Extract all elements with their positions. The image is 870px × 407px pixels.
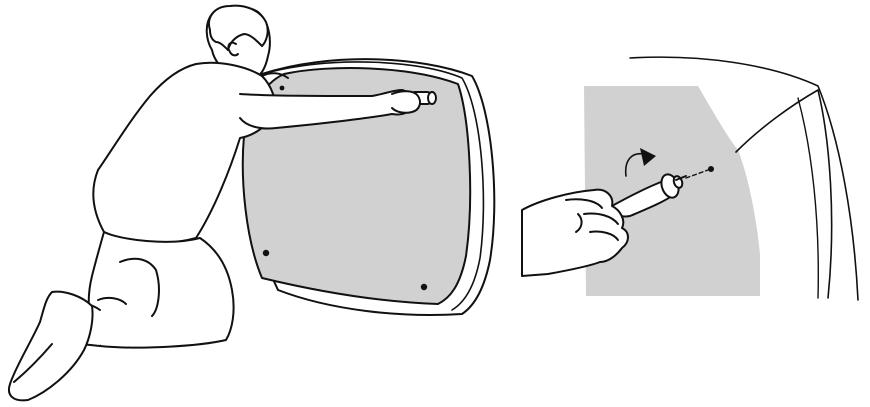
detail-thumb-line (575, 213, 583, 233)
screw-hole-icon (420, 283, 428, 291)
person-ear (227, 41, 239, 57)
shell-edge-mid (797, 97, 819, 299)
detail-finger-line (565, 198, 603, 209)
person-pocket (97, 296, 127, 305)
overview-panel (8, 4, 496, 402)
rotate-arrow-icon (624, 148, 656, 177)
detail-finger-line (589, 230, 619, 241)
detail-panel (521, 56, 859, 301)
shell-rim-inner-line (269, 61, 485, 311)
shell-edge-outer (629, 56, 859, 301)
alignment-dash (685, 169, 709, 179)
person-shoulder-arm-line (261, 72, 289, 79)
screw-hole-icon (708, 166, 714, 172)
person-pants (87, 231, 235, 349)
person-hair (208, 4, 269, 51)
person-thigh-line (119, 257, 160, 317)
shell-edge-inner (735, 89, 833, 299)
screw-hole-icon (262, 249, 270, 257)
detail-hand (521, 188, 629, 277)
shoe-sole-line (13, 343, 53, 383)
person-hand (391, 90, 421, 114)
shell-back-panel (241, 67, 472, 305)
detail-finger-line (583, 212, 619, 225)
screw-hole-icon (279, 85, 285, 91)
